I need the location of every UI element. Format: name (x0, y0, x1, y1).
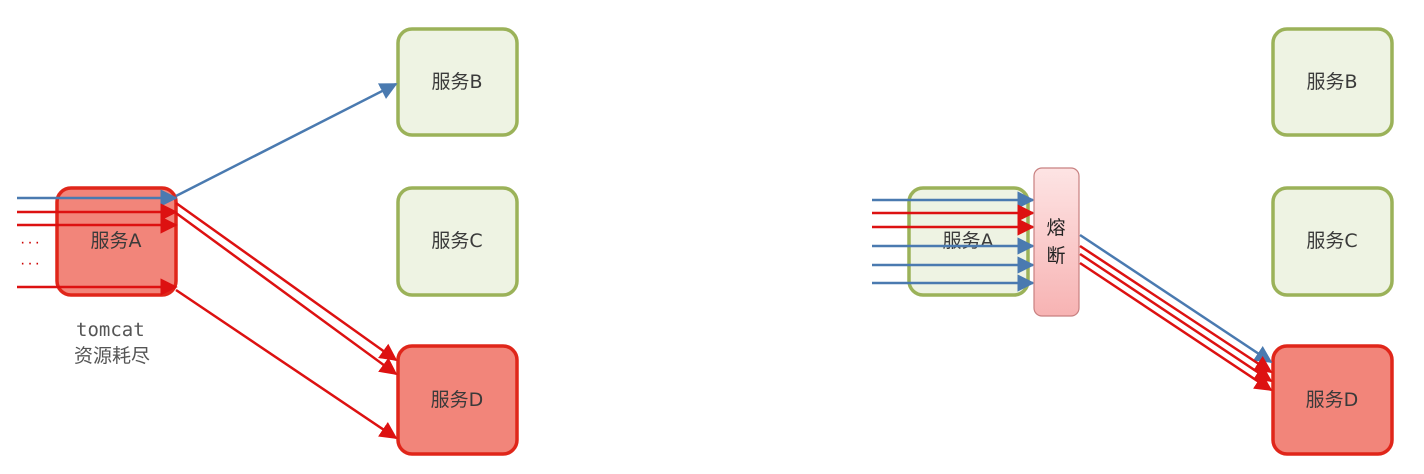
right-service-a-node: 服务A (907, 186, 1030, 297)
left-diagram: 服务B 服务C 服务D 服务A ··· ··· tomcat 资源耗尽 (17, 27, 519, 456)
right-service-c-node: 服务C (1271, 186, 1394, 297)
left-service-d-node: 服务D (396, 344, 519, 456)
left-service-d-label: 服务D (431, 389, 484, 411)
breaker-char-1: 熔 (1046, 217, 1065, 239)
right-call-breaker-to-d-blue (1079, 233, 1273, 364)
right-call-breaker-to-d-red-3 (1079, 261, 1273, 392)
right-service-d-node: 服务D (1271, 344, 1394, 456)
left-call-a-to-d-3 (175, 288, 398, 440)
left-call-a-to-d-2 (175, 211, 398, 376)
left-service-b-label: 服务B (431, 71, 482, 93)
left-ellipsis-2: ··· (20, 255, 42, 272)
left-service-a-node: 服务A (55, 186, 178, 297)
right-service-b-node: 服务B (1271, 27, 1394, 137)
left-ellipsis-1: ··· (20, 234, 42, 251)
right-service-b-label: 服务B (1306, 71, 1357, 93)
left-note-resource-exhausted: 资源耗尽 (74, 345, 150, 367)
left-call-a-to-d-1 (175, 201, 398, 362)
right-circuit-breaker: 熔 断 (1033, 167, 1080, 317)
left-call-a-to-b (175, 82, 398, 198)
right-service-a-label: 服务A (943, 230, 994, 252)
left-service-b-node: 服务B (396, 27, 519, 137)
right-diagram: 服务B 服务C 服务D 服务A 熔 断 (872, 27, 1394, 456)
left-service-c-label: 服务C (431, 230, 482, 252)
left-note-tomcat: tomcat (76, 319, 145, 341)
right-call-breaker-to-d-red-1 (1079, 244, 1273, 374)
right-service-d-label: 服务D (1306, 389, 1359, 411)
breaker-char-2: 断 (1046, 245, 1065, 267)
left-service-a-label: 服务A (91, 230, 142, 252)
left-service-c-node: 服务C (396, 186, 519, 297)
right-service-c-label: 服务C (1306, 230, 1357, 252)
right-call-breaker-to-d-red-2 (1079, 252, 1273, 383)
